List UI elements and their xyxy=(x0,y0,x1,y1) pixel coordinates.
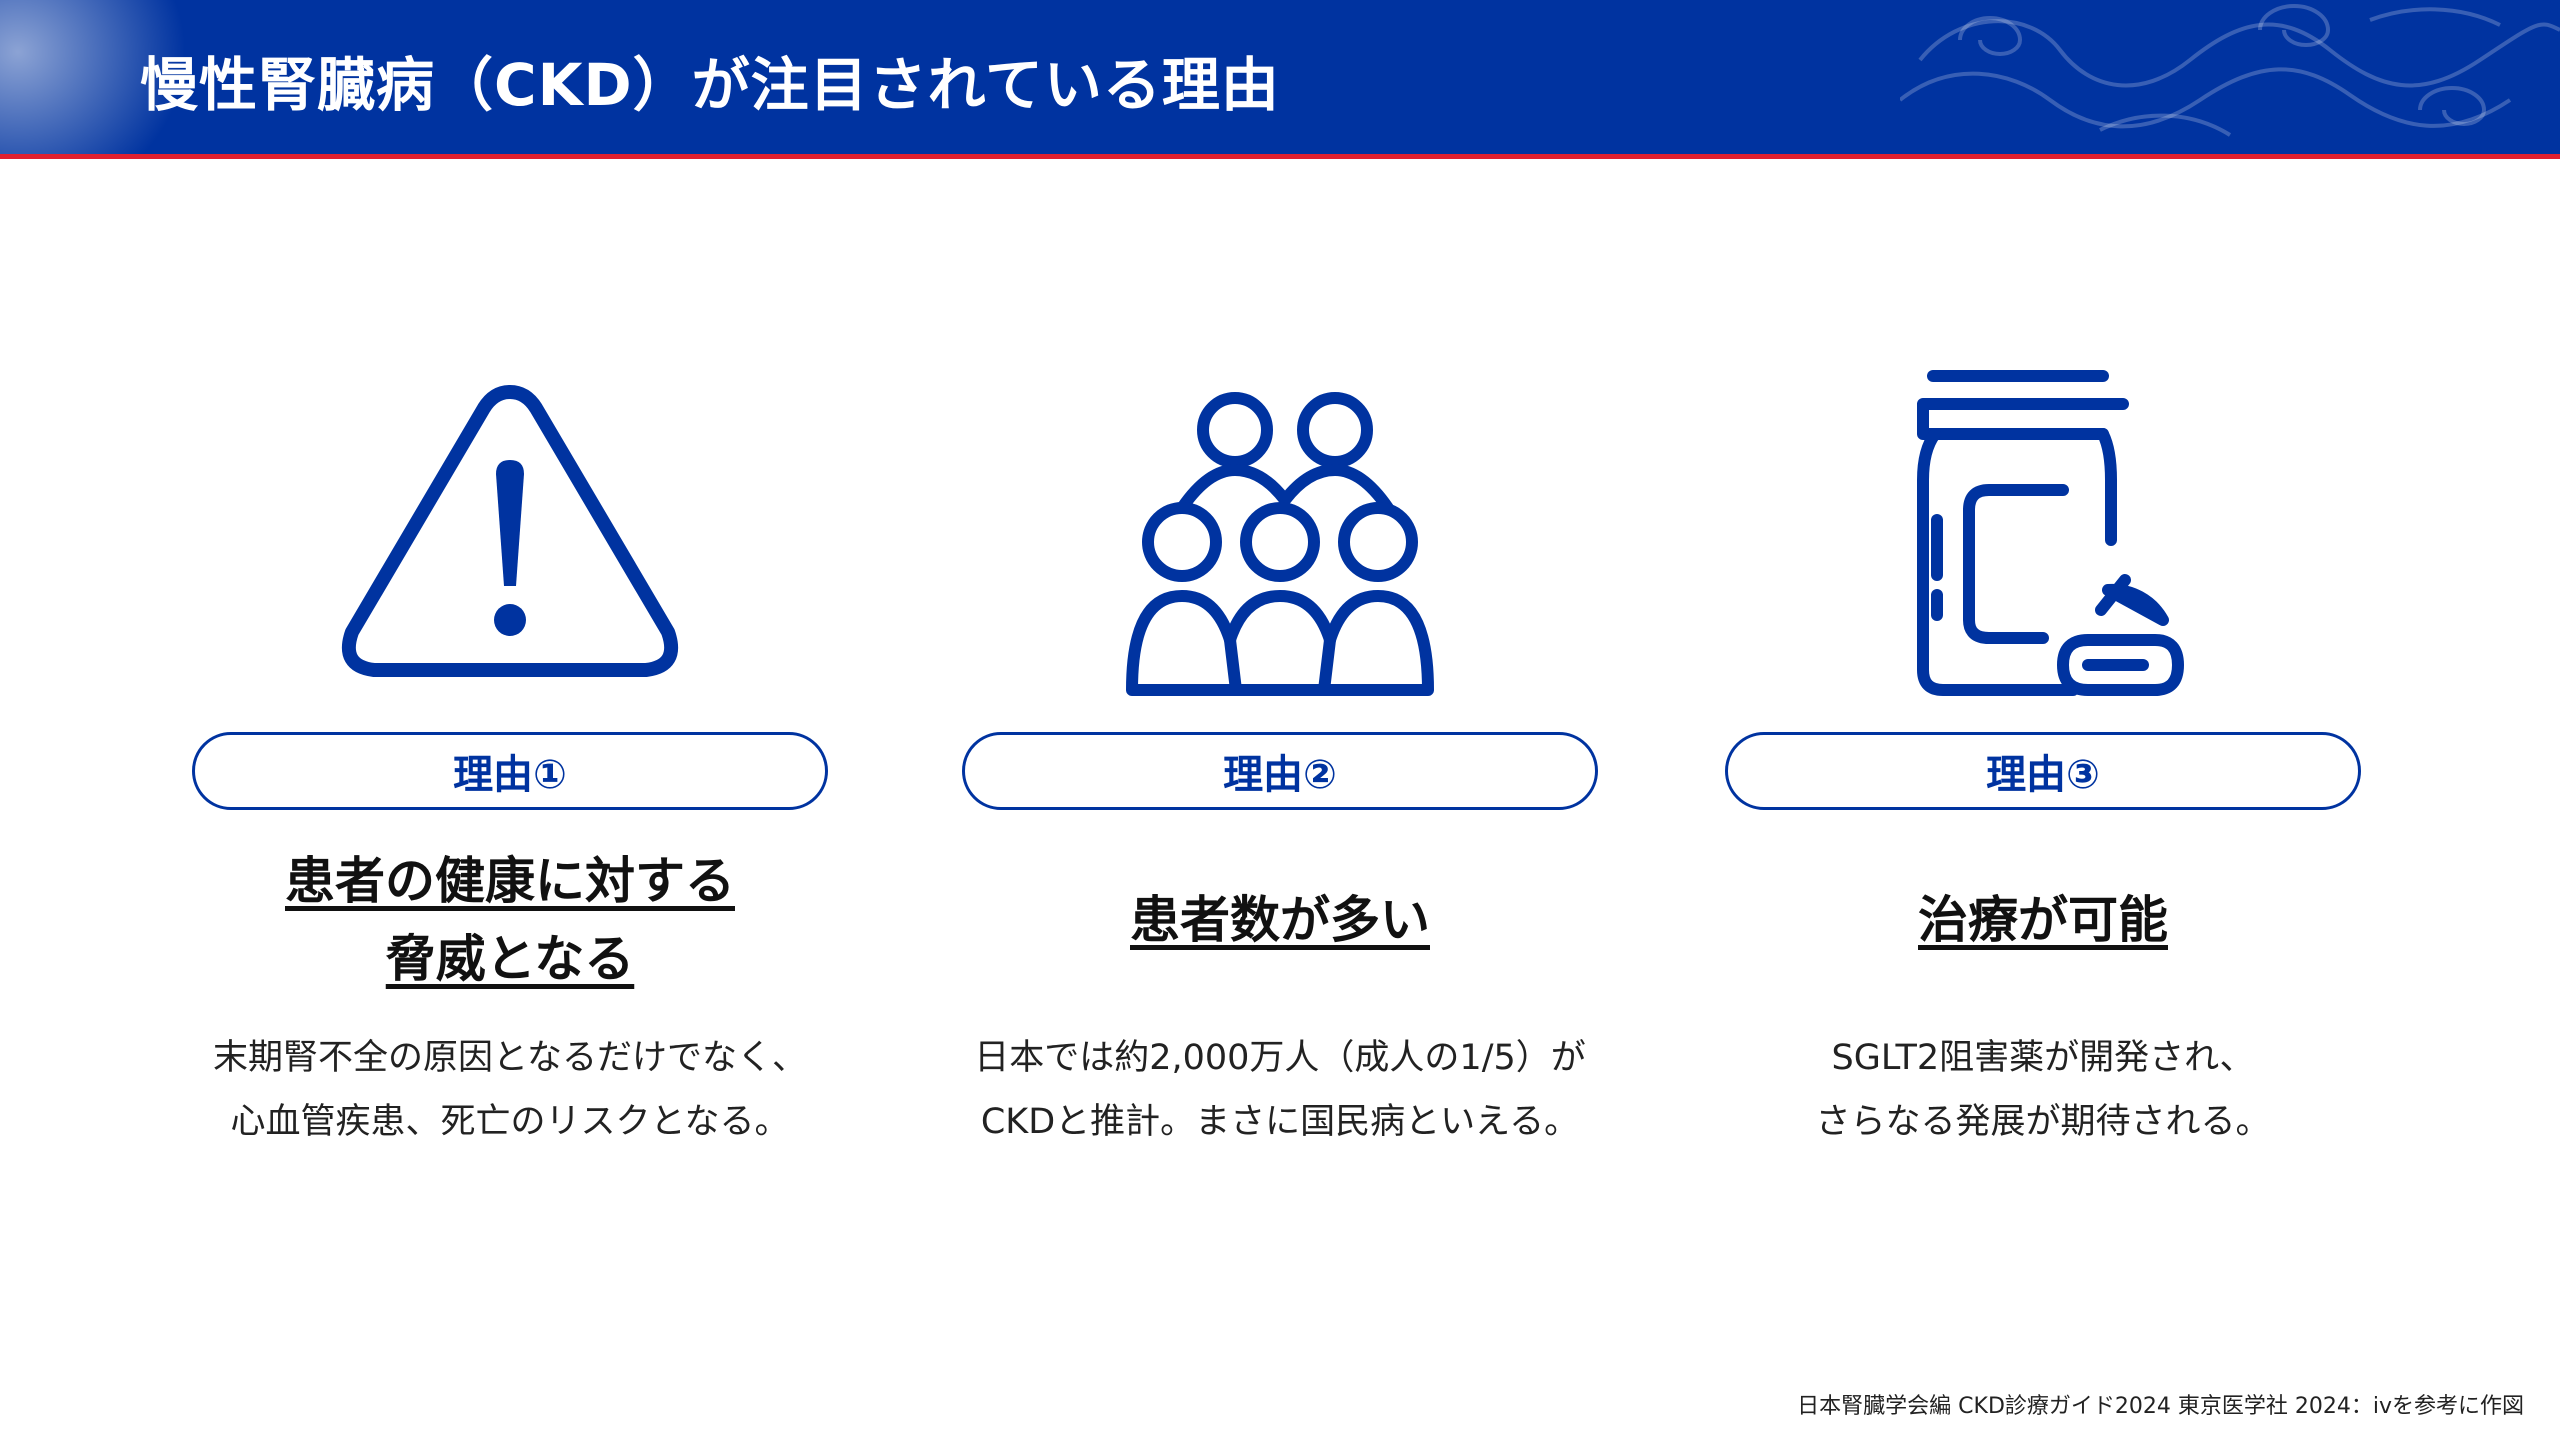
header-bar: 慢性腎臓病（CKD）が注目されている理由 xyxy=(0,0,2560,154)
reason-2-description: 日本では約2,000万人（成人の1/5）が CKDと推計。まさに国民病といえる。 xyxy=(920,1026,1640,1154)
page-title: 慢性腎臓病（CKD）が注目されている理由 xyxy=(140,51,1280,119)
reason-3-label: 理由③ xyxy=(1725,732,2361,810)
reason-3-heading: 治療が可能 xyxy=(1683,840,2403,1000)
reason-3-heading-line-1: 治療が可能 xyxy=(1918,891,2168,949)
reason-card-3: 理由③ 治療が可能 SGLT2阻害薬が開発され、 さらなる発展が期待される。 xyxy=(1683,370,2403,1154)
icon-area xyxy=(920,370,1640,710)
wave-pattern-decoration xyxy=(1900,4,2560,137)
reason-3-description: SGLT2阻害薬が開発され、 さらなる発展が期待される。 xyxy=(1683,1026,2403,1154)
reason-1-description-line-2: 心血管疾患、死亡のリスクとなる。 xyxy=(230,1102,790,1142)
reason-card-2: 理由② 患者数が多い 日本では約2,000万人（成人の1/5）が CKDと推計。… xyxy=(920,370,1640,1154)
people-group-icon xyxy=(1126,392,1434,696)
reason-2-heading-line-1: 患者数が多い xyxy=(1130,891,1430,949)
reason-1-description-line-1: 末期腎不全の原因となるだけでなく、 xyxy=(213,1038,807,1078)
reason-1-description: 末期腎不全の原因となるだけでなく、 心血管疾患、死亡のリスクとなる。 xyxy=(150,1026,870,1154)
reason-2-description-line-1: 日本では約2,000万人（成人の1/5）が xyxy=(974,1038,1586,1078)
source-citation: 日本腎臓学会編 CKD診療ガイド2024 東京医学社 2024：ivを参考に作図 xyxy=(1797,1394,2524,1419)
reason-card-1: 理由① 患者の健康に対する 脅威となる 末期腎不全の原因となるだけでなく、 心血… xyxy=(150,370,870,1154)
reason-2-heading: 患者数が多い xyxy=(920,840,1640,1000)
reason-3-description-line-1: SGLT2阻害薬が開発され、 xyxy=(1831,1038,2255,1078)
warning-icon xyxy=(341,385,679,677)
reason-1-label: 理由① xyxy=(192,732,828,810)
reason-1-heading: 患者の健康に対する 脅威となる xyxy=(150,840,870,1000)
reason-2-label: 理由② xyxy=(962,732,1598,810)
medicine-bottle-icon xyxy=(1917,370,2184,696)
header-red-rule xyxy=(0,154,2560,159)
reason-2-description-line-2: CKDと推計。まさに国民病といえる。 xyxy=(980,1102,1580,1142)
reason-3-description-line-2: さらなる発展が期待される。 xyxy=(1815,1102,2271,1142)
reason-1-heading-line-2: 脅威となる xyxy=(385,930,635,988)
icon-area xyxy=(150,370,870,710)
icon-area xyxy=(1683,370,2403,710)
reason-1-heading-line-1: 患者の健康に対する xyxy=(285,852,735,910)
